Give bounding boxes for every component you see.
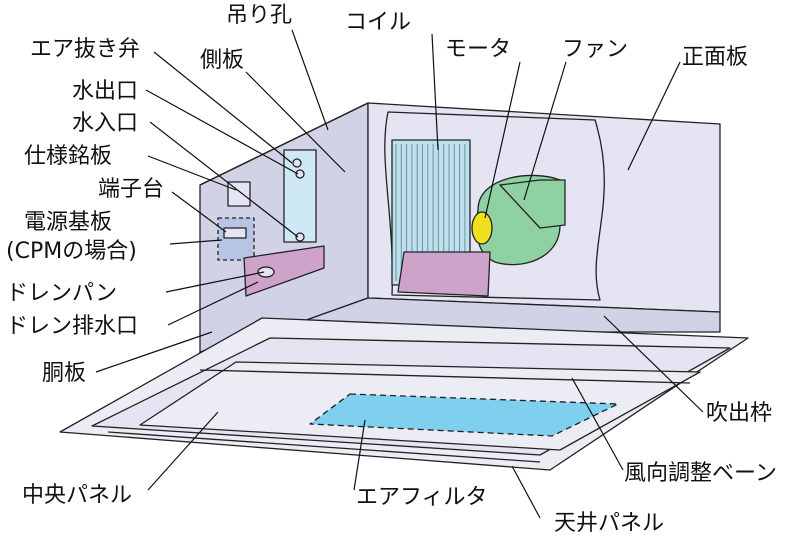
label-terminal-block: 端子台 bbox=[98, 177, 164, 202]
drain-pan-shape bbox=[243, 245, 325, 297]
label-motor: モータ bbox=[445, 37, 511, 62]
label-power-board: 電源基板 bbox=[24, 210, 112, 235]
ceiling-panel bbox=[59, 317, 749, 471]
label-water-outlet: 水出口 bbox=[72, 79, 138, 104]
water-inlet-shape bbox=[295, 232, 305, 242]
label-hanger-hole: 吊り孔 bbox=[226, 3, 292, 28]
label-fan: ファン bbox=[562, 37, 628, 62]
drain-outlet-shape bbox=[257, 266, 275, 278]
spec-plate-shape bbox=[227, 181, 251, 207]
label-outlet-frame: 吹出枠 bbox=[706, 401, 772, 426]
label-side-plate: 側板 bbox=[200, 48, 244, 73]
labels: 吊り孔 エア抜き弁 側板 コイル モータ ファン 正面板 水出口 水入口 仕様銘… bbox=[6, 3, 777, 536]
label-louver: 風向調整ベーン bbox=[624, 461, 777, 486]
label-drain-outlet: ドレン排水口 bbox=[6, 314, 138, 339]
water-connection-plate bbox=[283, 149, 317, 243]
label-coil: コイル bbox=[345, 10, 411, 35]
air-vent-valve-shape bbox=[292, 158, 302, 168]
label-power-board-note: (CPMの場合) bbox=[6, 239, 137, 264]
water-outlet-shape bbox=[295, 169, 305, 179]
terminal-block-shape bbox=[223, 227, 247, 239]
fan-assembly bbox=[471, 174, 566, 266]
label-air-vent-valve: エア抜き弁 bbox=[30, 37, 140, 62]
power-board-shape bbox=[217, 217, 255, 261]
air-filter-shape bbox=[309, 393, 619, 437]
label-air-filter: エアフィルタ bbox=[356, 485, 488, 510]
label-spec-plate: 仕様銘板 bbox=[24, 144, 112, 169]
leader-lines bbox=[95, 29, 704, 519]
inner-drain-pan bbox=[397, 251, 491, 297]
label-drain-pan: ドレンパン bbox=[6, 281, 117, 306]
label-ceiling-panel: 天井パネル bbox=[554, 511, 664, 536]
label-front-plate: 正面板 bbox=[682, 45, 748, 70]
fan-scroll-top bbox=[499, 179, 566, 229]
label-water-inlet: 水入口 bbox=[72, 111, 138, 136]
label-body-plate: 胴板 bbox=[42, 361, 86, 386]
motor-shape bbox=[471, 211, 493, 245]
label-center-panel: 中央パネル bbox=[22, 483, 132, 508]
